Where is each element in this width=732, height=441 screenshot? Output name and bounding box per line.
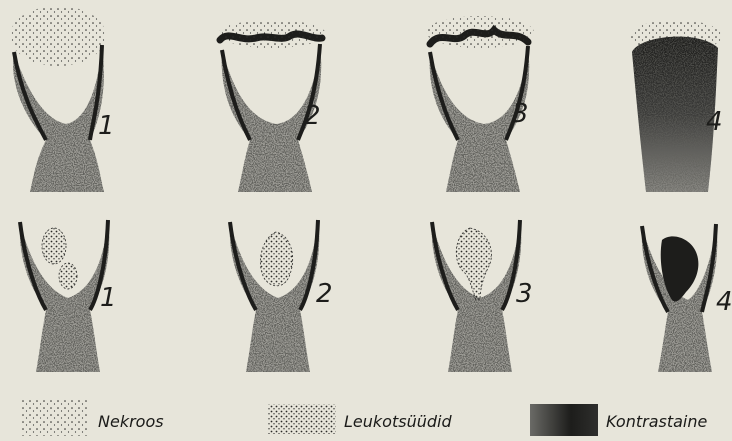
necrosis-swatch — [22, 400, 88, 436]
top-number-3: 3 — [512, 99, 529, 129]
legend-item-necrosis: Nekroos — [22, 400, 164, 436]
legend-label-necrosis: Nekroos — [98, 412, 164, 431]
top-number-1: 1 — [98, 111, 115, 141]
legend: Nekroos Leukotsüüdid Kontrastaine — [22, 400, 708, 436]
legend-item-leukocytes: Leukotsüüdid — [268, 404, 452, 434]
legend-label-contrast: Kontrastaine — [606, 412, 708, 431]
legend-label-leukocytes: Leukotsüüdid — [344, 412, 452, 431]
bottom-villus-3 — [432, 220, 521, 372]
top-number-2: 2 — [304, 101, 321, 131]
bottom-number-2: 2 — [316, 279, 333, 309]
contrast-swatch — [530, 404, 598, 436]
bottom-villus-4 — [642, 224, 717, 372]
legend-item-contrast: Kontrastaine — [530, 404, 708, 436]
top-villus-4 — [630, 20, 722, 192]
bottom-number-4: 4 — [716, 287, 732, 317]
bottom-villus-1 — [20, 220, 109, 372]
bottom-number-3: 3 — [516, 279, 533, 309]
top-villus-1 — [10, 6, 106, 192]
bottom-villus-2 — [230, 220, 319, 372]
bottom-number-1: 1 — [100, 283, 117, 313]
top-number-4: 4 — [706, 107, 723, 137]
leukocytes-swatch — [268, 404, 336, 434]
